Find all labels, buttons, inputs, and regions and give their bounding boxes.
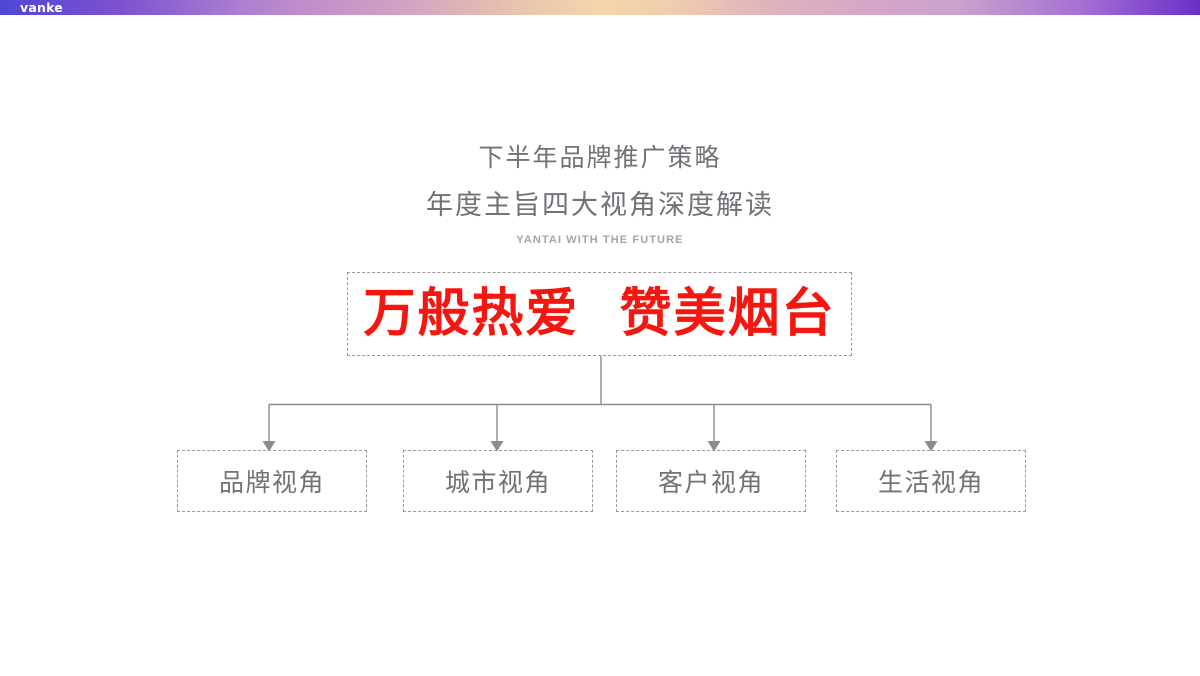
perspective-box-city: 城市视角: [403, 450, 593, 512]
perspective-box-brand: 品牌视角: [177, 450, 367, 512]
top-gradient-bar: [0, 0, 1200, 15]
page-title-line-1: 下半年品牌推广策略: [478, 143, 722, 172]
perspective-label-life: 生活视角: [877, 468, 984, 497]
page-title-line-2: 年度主旨四大视角深度解读: [426, 190, 774, 221]
perspective-box-life: 生活视角: [836, 450, 1026, 512]
brand-logo: vanke: [20, 0, 63, 15]
perspective-label-city: 城市视角: [444, 468, 551, 497]
perspective-box-customer: 客户视角: [616, 450, 806, 512]
perspective-label-brand: 品牌视角: [218, 468, 325, 497]
heading-block: 下半年品牌推广策略 年度主旨四大视角深度解读 YANTAI WITH THE F…: [0, 140, 1200, 246]
main-slogan-box: 万般热爱 赞美烟台: [347, 272, 852, 356]
page-subtitle-english: YANTAI WITH THE FUTURE: [516, 234, 684, 246]
main-slogan-text: 万般热爱 赞美烟台: [363, 284, 836, 344]
perspective-label-customer: 客户视角: [657, 468, 764, 497]
